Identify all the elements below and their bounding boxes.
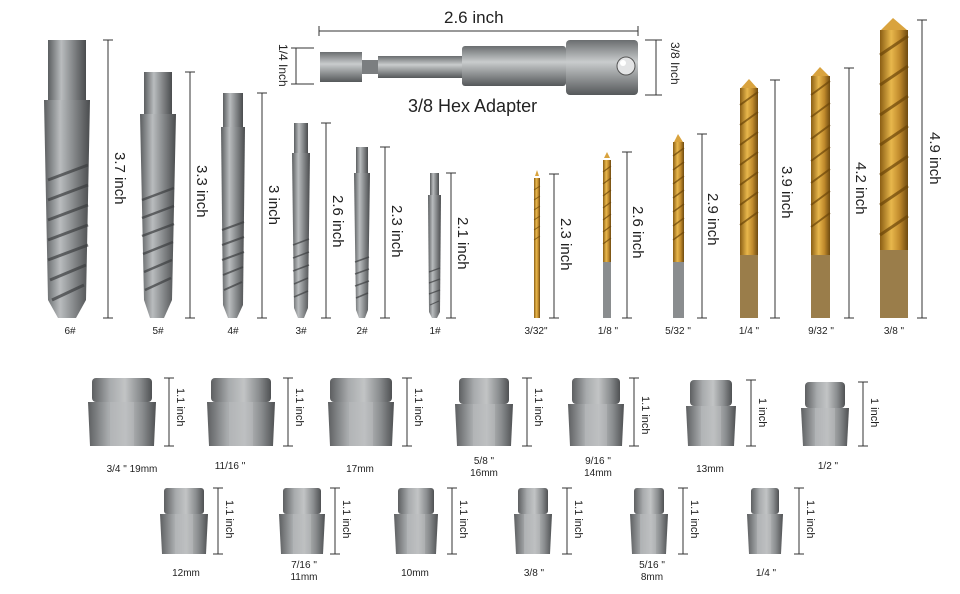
drill-bits (533, 18, 927, 319)
drill-1-4-label: 1/4 " (738, 326, 760, 337)
socket-1-4-label: 1/4 " (755, 568, 777, 579)
extractor-5-label: 5# (152, 326, 164, 337)
socket-3-4-label: 3/4 " 19mm (106, 464, 158, 475)
socket-13mm-label: 13mm (696, 464, 724, 475)
socket-7-16-label: 7/16 " (291, 560, 317, 571)
sockets-row-1 (88, 377, 868, 447)
drill-1-4-length: 3.9 inch (778, 166, 795, 219)
socket-3-8-label: 3/8 " (523, 568, 545, 579)
adapter-title: 3/8 Hex Adapter (408, 96, 538, 116)
socket-17mm-height: 1.1 inch (412, 388, 424, 427)
drill-3-8-label: 3/8 " (883, 326, 905, 337)
extractor-4-label: 4# (227, 326, 239, 337)
drill-3-32-length: 2.3 inch (557, 218, 574, 271)
adapter-right-dim-label: 3/8 Inch (668, 42, 682, 85)
socket-11-16-label: 11/16 " (214, 461, 246, 472)
socket-8mm-label: 8mm (640, 572, 664, 583)
extractor-3-length: 2.6 inch (329, 195, 346, 248)
drill-3-32-label: 3/32" (524, 326, 548, 337)
extractor-6-label: 6# (64, 326, 76, 337)
socket-5-8-height: 1.1 inch (532, 388, 544, 427)
hex-adapter (291, 26, 662, 96)
socket-5-16-label: 5/16 " (639, 560, 665, 571)
socket-3-4-height: 1.1 inch (174, 388, 186, 427)
drill-9-32-label: 9/32 " (808, 326, 834, 337)
extractor-1-label: 1# (429, 326, 441, 337)
socket-1-2-label: 1/2 " (817, 461, 839, 472)
socket-10mm-label: 10mm (401, 568, 429, 579)
socket-5-16-height: 1.1 inch (688, 500, 700, 539)
extractor-1-length: 2.1 inch (454, 217, 471, 270)
socket-9-16-label: 9/16 " (585, 456, 611, 467)
socket-7-16-height: 1.1 inch (340, 500, 352, 539)
socket-12mm-height: 1.1 inch (223, 500, 235, 539)
socket-14mm-label: 14mm (584, 468, 612, 479)
extractor-4-length: 3 inch (265, 185, 282, 226)
socket-5-8-label: 5/8 " (473, 456, 495, 467)
socket-1-2-height: 1 inch (868, 398, 880, 428)
socket-17mm-label: 17mm (346, 464, 374, 475)
drill-5-32-length: 2.9 inch (704, 193, 721, 246)
adapter-length-label: 2.6 inch (444, 8, 504, 27)
drill-3-8-length: 4.9 inch (926, 132, 943, 185)
drill-5-32-label: 5/32 " (665, 326, 691, 337)
adapter-left-dim-label: 1/4 Inch (276, 44, 290, 87)
socket-9-16-height: 1.1 inch (639, 396, 651, 435)
socket-3-8-height: 1.1 inch (572, 500, 584, 539)
extractor-5-length: 3.3 inch (193, 165, 210, 218)
socket-11mm-label: 11mm (290, 572, 318, 583)
extractor-3-label: 3# (295, 326, 307, 337)
drill-1-8-label: 1/8 " (597, 326, 619, 337)
socket-16mm-label: 16mm (470, 468, 498, 479)
extractor-6-length: 3.7 inch (111, 152, 128, 205)
extractor-2-length: 2.3 inch (388, 205, 405, 258)
socket-10mm-height: 1.1 inch (457, 500, 469, 539)
socket-13mm-height: 1 inch (756, 398, 768, 428)
socket-12mm-label: 12mm (172, 568, 200, 579)
drill-1-8-length: 2.6 inch (629, 206, 646, 259)
socket-11-16-height: 1.1 inch (293, 388, 305, 427)
socket-1-4-height: 1.1 inch (804, 500, 816, 539)
screw-extractors (44, 39, 456, 319)
sockets-row-2 (160, 487, 804, 555)
drill-9-32-length: 4.2 inch (852, 162, 869, 215)
extractor-2-label: 2# (356, 326, 368, 337)
